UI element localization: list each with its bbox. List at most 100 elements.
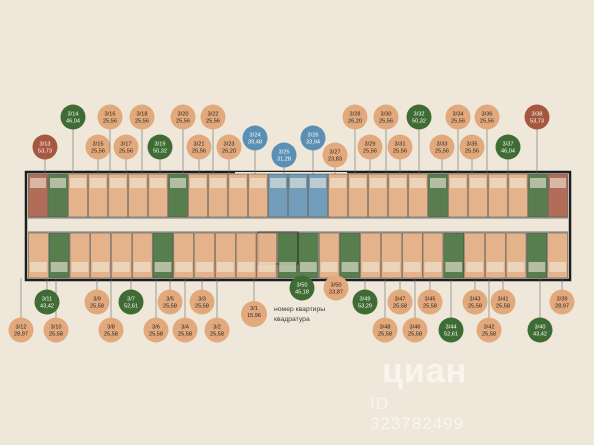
- apartment-bubble: [527, 317, 553, 343]
- apartment-area: 25,56: [192, 149, 206, 155]
- apartment-number: 3/9: [93, 297, 101, 303]
- apartment-bubble: [8, 317, 34, 343]
- apartment-number: 3/3: [198, 297, 206, 303]
- apartment-area: 53,29: [358, 304, 372, 310]
- apartment-bubble: [495, 134, 521, 160]
- apartment-bubble: [476, 317, 502, 343]
- unit-room: [92, 262, 110, 272]
- apartment-number: 3/45: [425, 297, 436, 303]
- unit-room: [270, 178, 286, 188]
- apartment-bubble: [322, 142, 348, 168]
- apartment-number: 3/19: [155, 142, 166, 148]
- apartment-number: 3/7: [127, 297, 135, 303]
- apartment-bubble: [289, 275, 315, 301]
- apartment-number: 3/6: [152, 325, 160, 331]
- apartment-area: 25,58: [104, 332, 118, 338]
- apartment-number: 3/46: [410, 325, 421, 331]
- apartment-bubble: [524, 104, 550, 130]
- unit-room: [113, 262, 130, 272]
- apartment-area: 46,04: [66, 119, 80, 125]
- unit-room: [390, 178, 406, 188]
- apartment-bubble: [147, 134, 173, 160]
- apartment-area: 53,73: [530, 119, 544, 125]
- apartment-bubble: [357, 134, 383, 160]
- apartment-area: 31,28: [277, 157, 291, 163]
- unit-room: [507, 262, 525, 272]
- apartment-number: 3/34: [453, 112, 464, 118]
- apartment-bubble: [242, 125, 268, 151]
- apartment-bubble: [373, 104, 399, 130]
- apartment-area: 25,58: [393, 304, 407, 310]
- apartment-number: 3/25: [279, 150, 290, 156]
- unit-room: [190, 178, 206, 188]
- apartment-area: 25,56: [119, 149, 133, 155]
- apartment-bubble: [32, 134, 58, 160]
- unit-room: [290, 178, 306, 188]
- apartment-bubble: [445, 104, 471, 130]
- apartment-number: 3/42: [484, 325, 495, 331]
- unit-room: [486, 262, 504, 272]
- apartment-area: 25,58: [163, 304, 177, 310]
- apartment-bubble: [459, 134, 485, 160]
- apartment-bubble: [143, 317, 169, 343]
- unit-room: [110, 178, 126, 188]
- legend-number-label: номер квартиры: [274, 306, 326, 313]
- apartment-number: 3/49: [360, 297, 371, 303]
- apartment-number: 3/35: [467, 142, 478, 148]
- apartment-area: 46,04: [501, 149, 515, 155]
- apartment-area: 25,58: [195, 304, 209, 310]
- unit-room: [150, 178, 166, 188]
- apartment-bubble: [342, 104, 368, 130]
- apartment-bubble: [352, 289, 378, 315]
- apartment-number: 3/18: [137, 112, 148, 118]
- apartment-area: 25,56: [206, 119, 220, 125]
- unit-room: [383, 262, 400, 272]
- apartment-area: 52,61: [124, 304, 138, 310]
- apartment-bottom-7: 3/625,58: [143, 278, 169, 343]
- apartment-number: 3/29: [365, 142, 376, 148]
- apartment-area: 45,18: [295, 290, 309, 296]
- unit-room: [30, 178, 46, 188]
- apartment-bubble: [417, 289, 443, 315]
- legend-area-label: квадратура: [274, 316, 310, 323]
- apartment-number: 3/36: [482, 112, 493, 118]
- apartment-area: 25,58: [90, 304, 104, 310]
- apartment-area: 50,32: [153, 149, 167, 155]
- apartment-bubble: [549, 289, 575, 315]
- apartment-area: 23,83: [328, 157, 342, 163]
- apartment-area: 28,97: [555, 304, 569, 310]
- apartment-bubble: [186, 134, 212, 160]
- apartment-bubble: [204, 317, 230, 343]
- apartment-area: 23,87: [329, 290, 343, 296]
- unit-room: [196, 262, 213, 272]
- apartment-number: 3/43: [470, 297, 481, 303]
- apartment-number: 3/33: [437, 142, 448, 148]
- apartment-area: 43,42: [533, 332, 547, 338]
- apartment-area: 53,73: [38, 149, 52, 155]
- legend-sample-area: 15,96: [247, 312, 261, 319]
- unit-room: [490, 178, 506, 188]
- apartment-area: 39,48: [248, 140, 262, 146]
- corridor: [28, 218, 568, 232]
- apartment-bubble: [157, 289, 183, 315]
- apartment-number: 3/10: [51, 325, 62, 331]
- apartment-number: 3/22: [208, 112, 219, 118]
- apartment-bubble: [118, 289, 144, 315]
- apartment-bubble: [172, 317, 198, 343]
- unit-room: [133, 262, 151, 272]
- watermark: циан ID 323782499: [370, 352, 467, 433]
